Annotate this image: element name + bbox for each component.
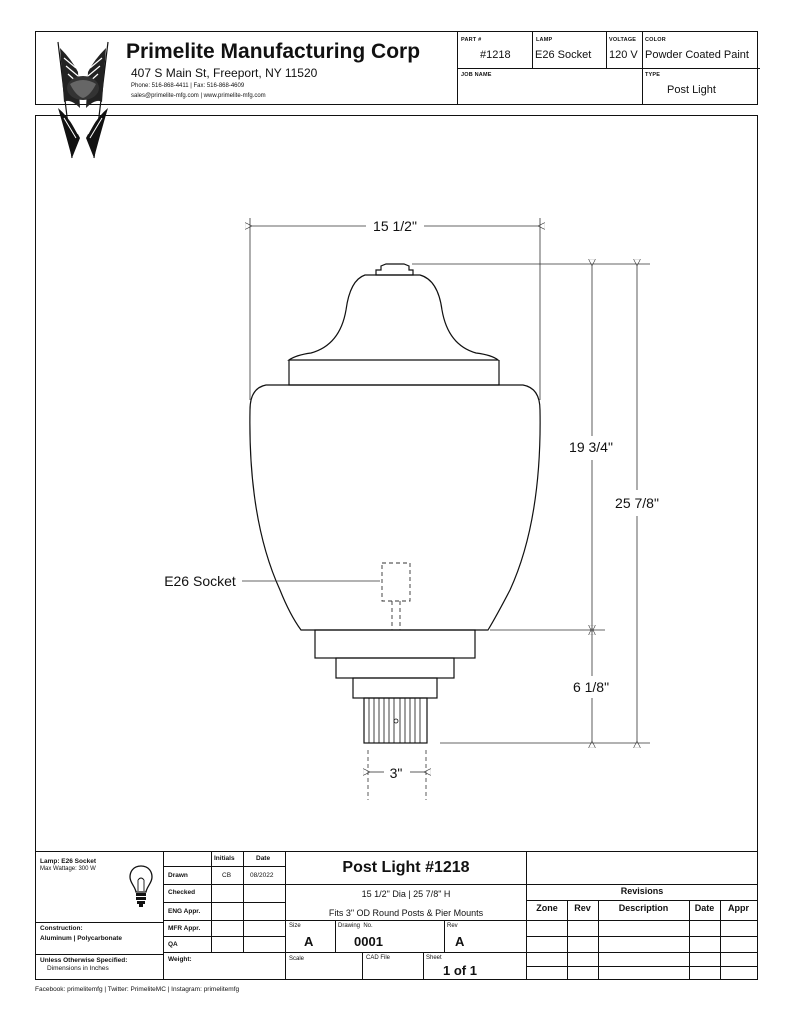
- drawing-subtitle-2: Fits 3" OD Round Posts & Pier Mounts: [328, 908, 484, 918]
- part-label: PART #: [461, 37, 482, 43]
- qa-label: QA: [168, 941, 178, 948]
- dome-cap: [287, 274, 500, 361]
- fitter-fin-lines: [368, 698, 421, 743]
- company-email-web: sales@primelite-mfg.com | www.primelite-…: [131, 93, 266, 99]
- dim-width-label: 15 1/2": [373, 218, 417, 234]
- sheet-value: 1 of 1: [443, 963, 477, 978]
- rev-col-description: Description: [618, 903, 669, 913]
- size-label: Size: [289, 923, 301, 929]
- header-info-grid: PART # #1218 LAMP E26 Socket VOLTAGE 120…: [457, 32, 760, 105]
- revisions-table: Revisions Zone Rev Description Date Appr: [527, 884, 757, 980]
- initials-header: Initials: [214, 855, 235, 862]
- drawing-frame: [35, 115, 758, 852]
- type-label: TYPE: [645, 72, 661, 78]
- title-block: Lamp: E26 Socket Max Wattage: 300 W Cons…: [35, 852, 758, 980]
- type-value: Post Light: [667, 84, 716, 96]
- max-wattage: Max Wattage: 300 W: [40, 866, 96, 872]
- checked-label: Checked: [168, 889, 196, 896]
- date-header: Date: [256, 855, 271, 862]
- socket-hidden-lines: [381, 562, 411, 630]
- color-value: Powder Coated Paint: [645, 49, 749, 61]
- drawing-no-label: Drawing No.: [338, 923, 373, 929]
- fitter-fins: [363, 697, 428, 744]
- drawing-no-value: 0001: [354, 934, 383, 949]
- revisions-title: Revisions: [620, 886, 664, 896]
- construction-label: Construction:: [40, 925, 83, 932]
- drawn-label: Drawn: [168, 872, 188, 879]
- dim-base-height-label: 6 1/8": [573, 679, 609, 695]
- cad-file-label: CAD File: [366, 955, 391, 961]
- dim-total-height-label: 25 7/8": [615, 495, 659, 511]
- finial: [375, 263, 414, 276]
- mfr-appr-label: MFR Appr.: [168, 925, 201, 932]
- color-label: COLOR: [645, 37, 666, 43]
- rev-col-zone: Zone: [536, 903, 558, 913]
- cap-band: [288, 360, 500, 386]
- fitter-top: [352, 677, 438, 699]
- part-value: #1218: [480, 49, 511, 61]
- socket-label: E26 Socket: [164, 573, 236, 589]
- dim-fitter-label: 3": [390, 765, 403, 781]
- company-phone-fax: Phone: 516-868-4411 | Fax: 516-868-4609: [131, 83, 245, 89]
- construction-value: Aluminum | Polycarbonate: [40, 935, 122, 942]
- unless-label: Unless Otherwise Specified:: [40, 957, 128, 964]
- width-dimension: [250, 218, 540, 400]
- job-name-label: JOB NAME: [461, 72, 492, 78]
- unless-value: Dimensions in Inches: [47, 965, 109, 972]
- lamp-title: Lamp: E26 Socket: [40, 858, 96, 865]
- lightbulb-icon: [129, 865, 153, 907]
- drawn-date: 08/2022: [250, 872, 274, 879]
- weight-label: Weight:: [168, 956, 192, 963]
- rev-value: A: [455, 934, 465, 949]
- height-dimensions: [412, 264, 650, 743]
- voltage-label: VOLTAGE: [609, 37, 637, 43]
- company-address: 407 S Main St, Freeport, NY 11520: [131, 66, 318, 80]
- rev-col-rev: Rev: [574, 903, 591, 913]
- flag-eagle-logo: [57, 41, 109, 159]
- lamp-value: E26 Socket: [535, 49, 592, 61]
- dim-globe-height-label: 19 3/4": [569, 439, 613, 455]
- approvals-grid: Initials Date Drawn CB 08/2022 Checked E…: [163, 852, 286, 980]
- drawing-title: Post Light #1218: [342, 859, 470, 876]
- fitter-dimension: [368, 750, 426, 800]
- eng-appr-label: ENG Appr.: [168, 908, 201, 915]
- drawing-subtitle-1: 15 1/2" Dia | 25 7/8" H: [361, 889, 451, 899]
- rev-col-appr: Appr: [728, 903, 749, 913]
- globe: [249, 384, 541, 631]
- social-footer: Facebook: primelitemfg | Twitter: Primel…: [35, 986, 240, 993]
- title-area: Post Light #1218 15 1/2" Dia | 25 7/8" H…: [285, 852, 527, 980]
- lamp-label: LAMP: [536, 37, 553, 43]
- company-name: Primelite Manufacturing Corp: [126, 40, 421, 63]
- rev-col-date: Date: [694, 903, 715, 913]
- rev-label: Rev: [447, 923, 458, 929]
- scale-label: Scale: [289, 956, 305, 962]
- lower-collar: [335, 657, 455, 679]
- collar: [314, 629, 476, 659]
- voltage-value: 120 V: [609, 49, 638, 61]
- fixture-outline: [249, 263, 541, 744]
- sheet-label: Sheet: [426, 955, 442, 961]
- size-value: A: [304, 934, 314, 949]
- drawn-initials: CB: [222, 872, 232, 879]
- header-block: Primelite Manufacturing Corp 407 S Main …: [35, 31, 760, 159]
